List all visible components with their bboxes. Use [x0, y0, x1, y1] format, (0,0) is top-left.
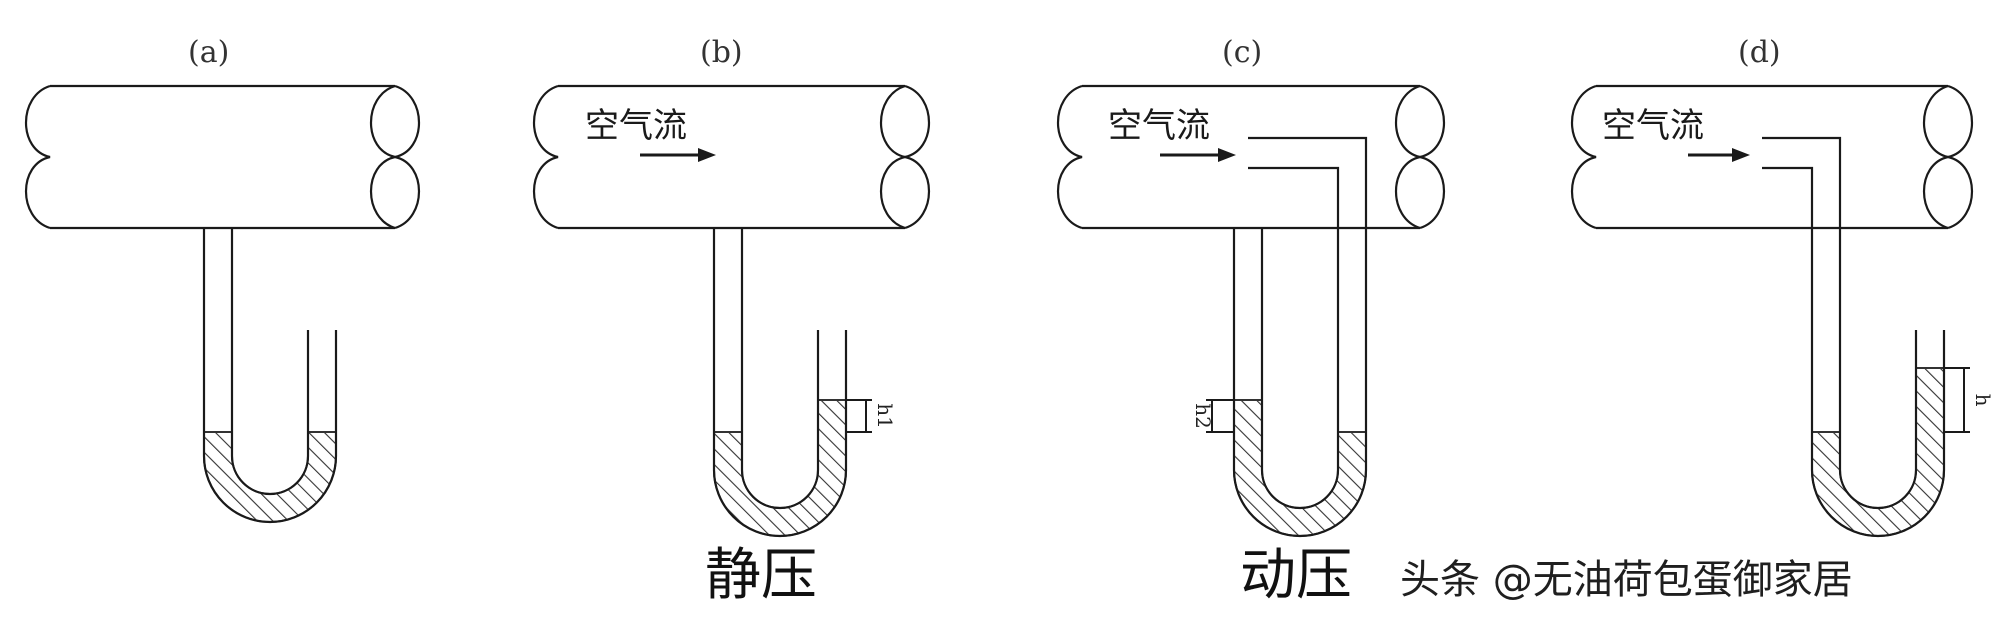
panel-label-d: (d)	[1738, 35, 1781, 70]
airflow-label-d: 空气流	[1602, 106, 1704, 146]
watermark: 头条 @无油荷包蛋御家居	[1400, 557, 1853, 603]
airflow-arrow-b	[640, 148, 716, 162]
panel-label-b: (b)	[700, 35, 743, 70]
airflow-label-c: 空气流	[1108, 106, 1210, 146]
pipe-b	[533, 84, 930, 230]
pipe-c	[1057, 84, 1445, 230]
height-marker-c	[1206, 399, 1234, 433]
height-label-d: h	[1971, 394, 1991, 407]
pipe-a	[25, 84, 420, 230]
height-label-c: h2	[1191, 403, 1215, 429]
panel-b: (b) 空气流	[533, 35, 930, 538]
panel-c: (c) 空气流	[1057, 35, 1445, 538]
u-tube-d: h	[1762, 136, 1991, 538]
caption-dynamic-pressure: 动压	[1240, 543, 1352, 608]
u-tube-a	[202, 228, 338, 524]
airflow-label-b: 空气流	[585, 106, 687, 146]
pipe-d	[1571, 84, 1973, 230]
caption-static-pressure: 静压	[705, 543, 817, 608]
panel-label-a: (a)	[188, 35, 229, 70]
u-tube-b: h1	[712, 228, 897, 538]
panel-label-c: (c)	[1222, 35, 1262, 70]
height-marker-b	[846, 399, 872, 433]
panel-a: (a)	[25, 35, 420, 524]
height-marker-d	[1944, 367, 1970, 433]
airflow-arrow-c	[1160, 148, 1236, 162]
height-label-b: h1	[873, 403, 897, 429]
u-tube-c: h2	[1191, 136, 1368, 538]
airflow-arrow-d	[1688, 148, 1750, 162]
panel-d: (d) 空气流	[1571, 35, 1991, 538]
